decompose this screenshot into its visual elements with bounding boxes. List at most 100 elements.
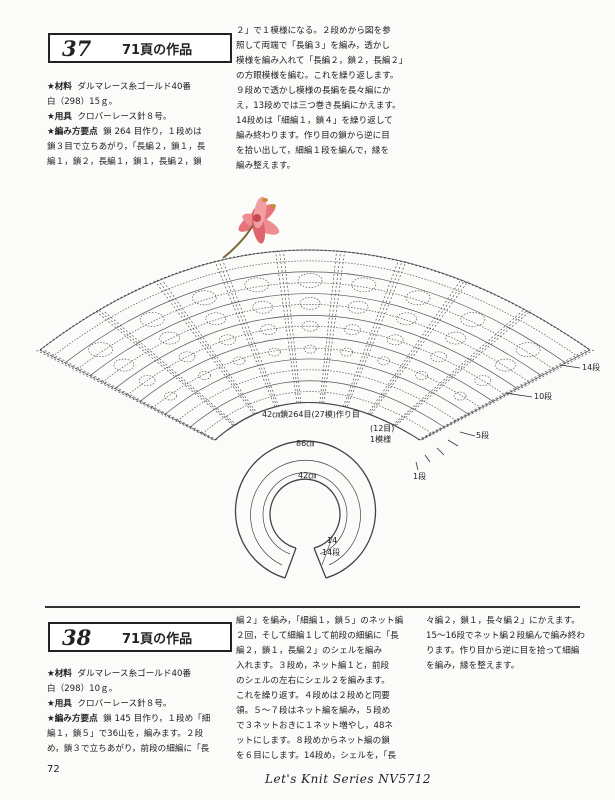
fan-row-line [152, 347, 481, 409]
fan-row-line [77, 282, 554, 370]
fan-row-line [139, 336, 494, 402]
lace-motif [299, 297, 321, 310]
lace-motif [219, 334, 236, 346]
materials-label: ★材料 [47, 82, 72, 92]
lily-flower-image [222, 196, 280, 259]
row-10-label: 10段 [534, 392, 553, 401]
instruction-line: 編２」を編み，「細編１，鎖５」のネット編 [236, 616, 404, 626]
lace-motif [252, 300, 274, 314]
inner-size-label: 42㎝ [298, 471, 317, 480]
tools-text: クロバーレース針８号。 [77, 699, 172, 709]
project-38-info: ★材料 ダルマレース糸ゴールド40番 白（298）10ｇ。 ★用具 クロバーレー… [47, 667, 210, 757]
lace-motif [340, 347, 354, 357]
pattern-column-line [344, 260, 403, 407]
lace-motif [377, 356, 391, 366]
lace-motif [386, 334, 404, 346]
method-line: 鎖 264 目作り，１段めは [103, 127, 202, 137]
fan-outer-edge [39, 249, 591, 351]
lace-motif [344, 324, 361, 335]
instruction-line: 照して両端で「長編３」を編み，透かし [236, 41, 391, 51]
pattern-column-line [275, 251, 298, 404]
instruction-line: 模様を編み入れて「長編２，鎖２，長編２」 [236, 56, 408, 66]
instruction-line: 編み終わります。作り目の鎖から逆に目 [236, 131, 390, 141]
project-38-instructions-cont: 々編２，鎖１，長々編２」にかえます。 15～16段でネット編２段編んで編み終わ … [426, 614, 585, 674]
lace-motif [430, 351, 448, 363]
instruction-line: 領。５～７段はネット編を編み，５段め [236, 706, 391, 716]
pattern-column-line [421, 349, 595, 441]
pattern-column-line [371, 280, 469, 415]
method-line: 編１，鎖２，長編１，鎖１，長編２，鎖 [47, 157, 202, 167]
lace-motif [396, 312, 417, 326]
pattern-column-line [162, 280, 258, 415]
instruction-line: を拾い出して，細編１段を編んで，縁を [236, 146, 390, 156]
page-number: 72 [47, 764, 60, 775]
tools-label: ★用具 [47, 112, 72, 122]
lace-motif [515, 342, 541, 357]
instruction-line: ２」で１模様になる。２段めから図を参 [236, 26, 391, 36]
lace-motif [460, 312, 486, 327]
method-label: ★編み方要点 [47, 127, 98, 137]
pattern-column-line [367, 280, 461, 415]
method-label: ★編み方要点 [47, 714, 98, 724]
project-37-title: 71頁の作品 [122, 42, 193, 58]
pattern-column-line [342, 260, 399, 407]
fan-row-line [52, 260, 579, 357]
lace-motif [474, 375, 492, 386]
materials-line: 白（298）15ｇ。 [47, 97, 118, 107]
repeat-stitches-label: (12目) [370, 424, 395, 433]
lace-motif [267, 347, 281, 357]
lace-motif [88, 342, 113, 357]
section-divider [45, 606, 580, 608]
materials-label: ★材料 [47, 669, 72, 679]
project-38-number: 38 [62, 624, 92, 650]
fan-chart [35, 249, 595, 441]
pattern-column-line [94, 310, 234, 426]
instruction-line: 編２，鎖１，長編２」のシェルを編み [236, 646, 383, 656]
fan-row-line [202, 391, 433, 434]
instruction-line: ットにします。８段めからネット編の鎖 [236, 736, 390, 746]
pattern-column-line [43, 349, 218, 441]
lace-motif [164, 391, 177, 401]
instruction-line: を編み，縁を整えます。 [426, 661, 520, 671]
pattern-column-line [321, 251, 341, 404]
pattern-column-line [392, 310, 524, 426]
width-rows-label: 14段 [322, 548, 341, 557]
instruction-line: を６目にします。14段め，シェルを，「長 [236, 751, 397, 761]
instruction-line: 14段めは「細編１，鎖４」を繰り返して [236, 116, 393, 126]
fan-row-line [189, 380, 445, 428]
row-arrows [415, 364, 581, 471]
lace-motif [138, 375, 156, 386]
project-37-number: 37 [62, 35, 92, 61]
pattern-column-line [39, 349, 216, 441]
instruction-line: 編み整えます。 [236, 161, 296, 171]
pattern-column-line [283, 251, 302, 404]
instruction-line: のシェルの左右にシェル２を編みます。 [236, 676, 390, 686]
instruction-line: ります。作り目から逆に目を拾って細編 [426, 646, 580, 656]
method-line: 編１，鎖５」で36山を，編みます。２段 [47, 729, 204, 739]
pattern-column-line [222, 260, 280, 407]
fan-row-line [177, 369, 457, 422]
instruction-line: 15～16段でネット編２段編んで編み終わ [426, 631, 585, 641]
lace-motif [159, 331, 180, 345]
fan-row-line [102, 304, 530, 383]
row-1-label: 1段 [413, 472, 427, 481]
pattern-column-line [154, 280, 254, 415]
lace-motif [495, 358, 516, 372]
pattern-column-line [214, 260, 276, 407]
lace-motif [297, 273, 323, 288]
instruction-line: え，13段めでは三つ巻き長編にかえます。 [236, 101, 401, 111]
instruction-line: で３ネットおきに１ネット増やし，48ネ [236, 721, 394, 731]
pattern-column-line [319, 251, 337, 404]
lace-motif [205, 312, 227, 326]
size-rings [234, 440, 377, 579]
tools-text: クロバーレース針８号。 [77, 112, 172, 122]
lace-motif [191, 290, 217, 306]
project-38-header: 38 71頁の作品 [48, 622, 232, 652]
pattern-column-line [323, 251, 345, 404]
fan-row-line [127, 326, 506, 396]
pattern-column-line [98, 310, 236, 426]
lace-motif [198, 371, 211, 380]
fan-row-line [114, 315, 518, 389]
lace-motif [113, 358, 135, 372]
